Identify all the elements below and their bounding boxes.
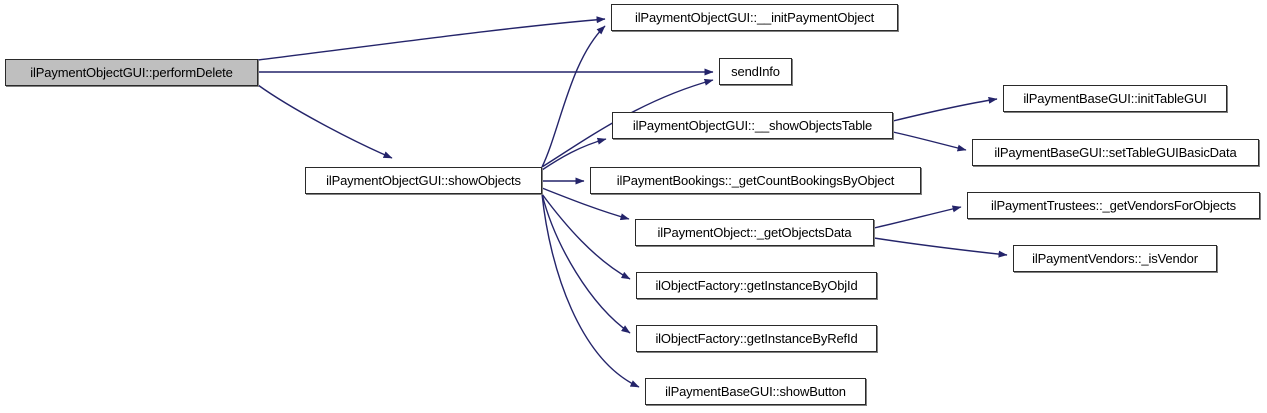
graph-node-label: ilPaymentBaseGUI::initTableGUI [1023, 91, 1207, 106]
graph-node-initPaymentObject[interactable]: ilPaymentObjectGUI::__initPaymentObject [611, 4, 898, 31]
graph-node-performDelete[interactable]: ilPaymentObjectGUI::performDelete [5, 59, 258, 86]
graph-node-getInstanceByObjId[interactable]: ilObjectFactory::getInstanceByObjId [636, 272, 877, 299]
graph-node-getVendorsForObjects[interactable]: ilPaymentTrustees::_getVendorsForObjects [967, 192, 1260, 219]
graph-edge-showObjectsTable-to-initTableGUI [892, 96, 998, 122]
graph-node-label: ilPaymentVendors::_isVendor [1032, 251, 1198, 266]
graph-edge-getObjectsData-to-getVendorsForObjects [873, 205, 962, 229]
graph-node-setTableGUIBasicData[interactable]: ilPaymentBaseGUI::setTableGUIBasicData [972, 139, 1259, 166]
graph-node-showObjects[interactable]: ilPaymentObjectGUI::showObjects [305, 167, 542, 194]
graph-node-showObjectsTable[interactable]: ilPaymentObjectGUI::__showObjectsTable [612, 112, 893, 139]
graph-node-label: sendInfo [731, 64, 780, 79]
graph-node-label: ilPaymentObjectGUI::__initPaymentObject [634, 10, 875, 25]
graph-node-label: ilPaymentObjectGUI::performDelete [30, 65, 233, 80]
graph-edge-performDelete-to-initPaymentObject [257, 16, 606, 61]
graph-node-label: ilPaymentBaseGUI::setTableGUIBasicData [994, 145, 1237, 160]
graph-edge-showObjects-to-showObjectsTable [541, 137, 607, 171]
graph-edge-showObjects-to-initPaymentObject [541, 25, 606, 168]
graph-edge-showObjects-to-getInstanceByRefId [541, 193, 631, 334]
graph-node-label: ilObjectFactory::getInstanceByObjId [655, 278, 858, 293]
graph-edge-getObjectsData-to-isVendor [873, 237, 1008, 258]
graph-edge-showObjectsTable-to-setTableGUIBasicData [892, 131, 967, 152]
graph-edge-performDelete-to-showObjects [257, 84, 393, 159]
graph-node-label: ilPaymentTrustees::_getVendorsForObjects [991, 198, 1236, 213]
graph-node-label: ilPaymentBookings::_getCountBookingsByOb… [616, 173, 895, 188]
graph-node-getCountBookingsByObject[interactable]: ilPaymentBookings::_getCountBookingsByOb… [590, 167, 921, 194]
graph-node-label: ilPaymentObject::_getObjectsData [657, 225, 852, 240]
graph-node-initTableGUI[interactable]: ilPaymentBaseGUI::initTableGUI [1003, 85, 1227, 112]
graph-edge-showObjects-to-showButton [541, 193, 640, 388]
graph-node-sendInfo[interactable]: sendInfo [719, 58, 792, 85]
graph-node-getInstanceByRefId[interactable]: ilObjectFactory::getInstanceByRefId [636, 325, 877, 352]
graph-node-label: ilPaymentObjectGUI::__showObjectsTable [632, 118, 873, 133]
graph-node-isVendor[interactable]: ilPaymentVendors::_isVendor [1013, 245, 1217, 272]
graph-node-showButton[interactable]: ilPaymentBaseGUI::showButton [645, 378, 866, 405]
graph-node-label: ilPaymentBaseGUI::showButton [665, 384, 846, 399]
graph-node-label: ilPaymentObjectGUI::showObjects [326, 173, 521, 188]
graph-node-label: ilObjectFactory::getInstanceByRefId [655, 331, 858, 346]
graph-edge-showObjects-to-getInstanceByObjId [541, 193, 631, 280]
graph-node-getObjectsData[interactable]: ilPaymentObject::_getObjectsData [635, 219, 874, 246]
